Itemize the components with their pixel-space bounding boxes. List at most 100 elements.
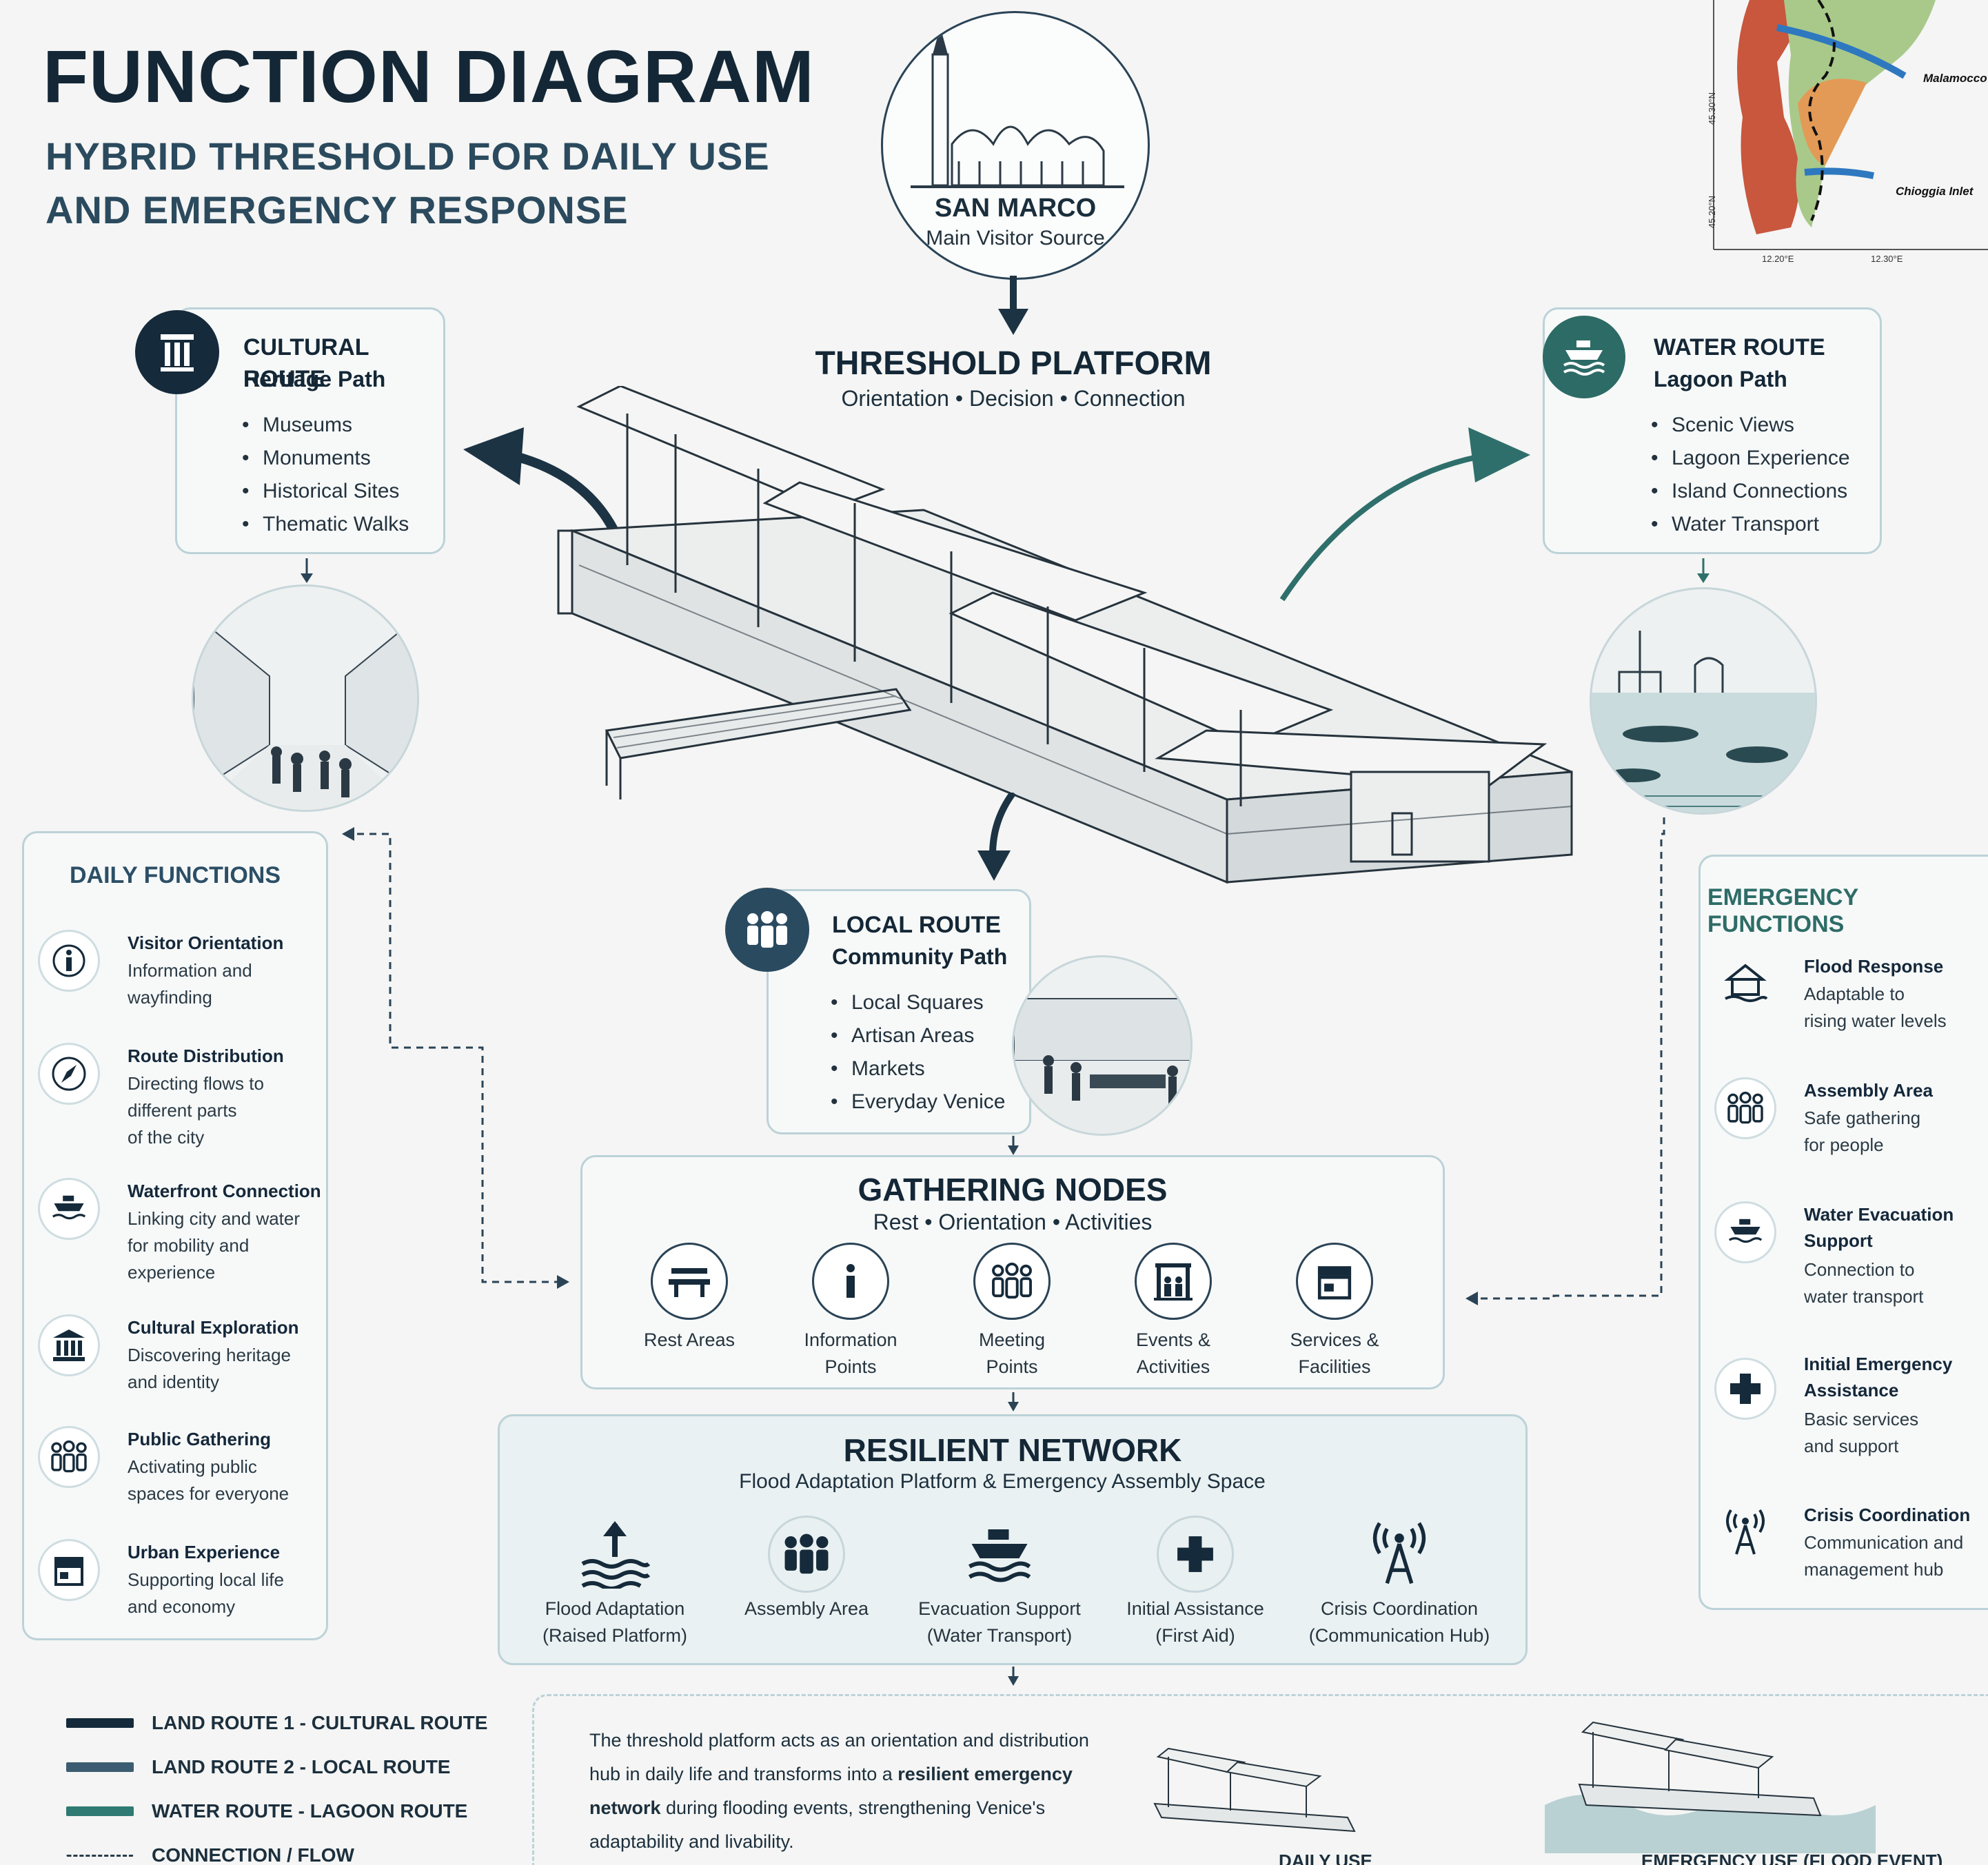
list-item: Lagoon Experience (1648, 442, 1850, 475)
local-route-list: Local Squares Artisan Areas Markets Ever… (828, 986, 1005, 1119)
san-marco-title: SAN MARCO (934, 194, 1097, 223)
flood-house-icon (1714, 953, 1776, 1015)
resilient-network-item: Initial Assistance(First Aid) (1109, 1513, 1281, 1649)
page-subtitle: HYBRID THRESHOLD FOR DAILY USE AND EMERG… (45, 130, 770, 237)
resilient-network-item: Flood Adaptation(Raised Platform) (529, 1513, 701, 1649)
gathering-node: Services &Facilities (1269, 1243, 1400, 1380)
subtitle-line-1: HYBRID THRESHOLD FOR DAILY USE (45, 134, 770, 178)
gathering-node: Rest Areas (624, 1243, 755, 1354)
san-marco-circle: SAN MARCO Main Visitor Source (881, 11, 1150, 280)
gathering-node-label: Events &Activities (1135, 1329, 1211, 1377)
arrow-to-local-icon (977, 793, 1017, 881)
daily-functions-title: DAILY FUNCTIONS (69, 862, 281, 888)
list-item: Island Connections (1648, 475, 1850, 508)
legend-item: LAND ROUTE 2 - LOCAL ROUTE (66, 1753, 450, 1781)
boat-icon (1543, 316, 1625, 398)
compass-icon (38, 1043, 100, 1105)
stage-icon (1135, 1243, 1212, 1320)
legend-swatch (66, 1806, 134, 1816)
list-item: Markets (828, 1052, 1005, 1086)
boat-icon (913, 1513, 1086, 1596)
resilient-network-label: Evacuation Support(Water Transport) (918, 1598, 1081, 1646)
water-route-title: WATER ROUTE (1654, 334, 1825, 360)
people-icon (973, 1243, 1051, 1320)
emergency-functions-panel: EMERGENCY FUNCTIONS Flood Response Adapt… (1698, 855, 1988, 1610)
legend-swatch (66, 1718, 134, 1728)
bench-icon (651, 1243, 728, 1320)
summary-text: The threshold platform acts as an orient… (589, 1730, 1089, 1852)
shop-icon (1296, 1243, 1373, 1320)
resilient-network-label: Crisis Coordination(Communication Hub) (1308, 1598, 1490, 1646)
legend-item: WATER ROUTE - LAGOON ROUTE (66, 1797, 467, 1825)
map-lon-tick: 12.30°E (1871, 254, 1903, 264)
cultural-route-card: CULTURAL ROUTE Heritage Path Museums Mon… (175, 307, 445, 554)
daily-function-title: Waterfront Connection (128, 1181, 321, 1201)
legend-item: LAND ROUTE 1 - CULTURAL ROUTE (66, 1709, 487, 1737)
san-marco-subtitle: Main Visitor Source (926, 227, 1105, 249)
antenna-icon (1306, 1513, 1492, 1596)
daily-function-item: Cultural Exploration Discovering heritag… (24, 1314, 327, 1445)
legend-label: WATER ROUTE - LAGOON ROUTE (152, 1800, 468, 1822)
daily-function-title: Route Distribution (128, 1046, 284, 1066)
resilient-network-item: Evacuation Support(Water Transport) (913, 1513, 1086, 1649)
info-icon (812, 1243, 889, 1320)
first-aid-icon (1157, 1516, 1234, 1593)
legend-label: LAND ROUTE 1 - CULTURAL ROUTE (152, 1712, 488, 1733)
people-icon (725, 888, 809, 972)
cultural-route-title: CULTURAL ROUTE (243, 334, 369, 392)
emergency-function-title: Assembly Area (1804, 1080, 1933, 1101)
list-item: Everyday Venice (828, 1086, 1005, 1119)
water-route-list: Scenic Views Lagoon Experience Island Co… (1648, 409, 1850, 541)
boat-icon (38, 1178, 100, 1240)
people-icon (1714, 1077, 1776, 1139)
arrow-down-icon (998, 276, 1028, 335)
legend-label: CONNECTION / FLOW (152, 1844, 354, 1865)
gathering-nodes-card: GATHERING NODES Rest • Orientation • Act… (580, 1155, 1445, 1389)
gathering-node-label: Rest Areas (643, 1329, 736, 1350)
list-item: Artisan Areas (828, 1019, 1005, 1052)
threshold-platform-sketch (557, 386, 1573, 884)
emergency-function-title: Flood Response (1804, 956, 1944, 977)
list-item: Thematic Walks (239, 508, 409, 541)
emergency-use-sketch (1545, 1721, 1876, 1853)
gathering-node: Events &Activities (1108, 1243, 1239, 1380)
resilient-network-label: Initial Assistance(First Aid) (1126, 1598, 1264, 1646)
daily-functions-panel: DAILY FUNCTIONS Visitor Orientation Info… (22, 831, 328, 1640)
daily-use-sketch (1153, 1747, 1356, 1833)
cultural-route-subtitle: Heritage Path (243, 367, 386, 391)
flood-raise-icon (529, 1513, 701, 1596)
list-item: Historical Sites (239, 475, 409, 508)
list-item: Local Squares (828, 986, 1005, 1019)
map-label-malamocco: Malamocco (1923, 72, 1987, 85)
antenna-icon (1714, 1502, 1776, 1564)
map-lon-tick: 12.20°E (1762, 254, 1794, 264)
gathering-nodes-title: GATHERING NODES (858, 1172, 1168, 1207)
local-route-card: LOCAL ROUTE Community Path Local Squares… (767, 889, 1031, 1134)
list-item: Water Transport (1648, 508, 1850, 541)
legend-swatch (66, 1854, 134, 1857)
emergency-function-title: Crisis Coordination (1804, 1505, 1971, 1525)
info-icon (38, 930, 100, 992)
